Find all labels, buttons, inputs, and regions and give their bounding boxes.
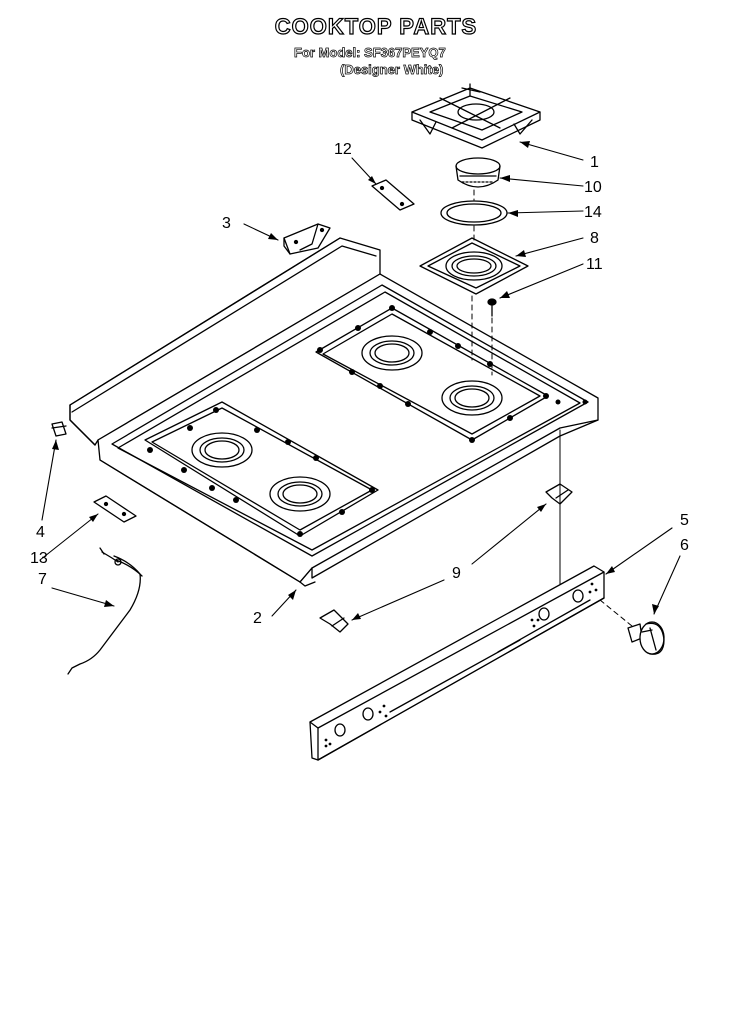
bracket-part-13 <box>93 495 137 523</box>
callout-10: 10 <box>584 179 602 196</box>
callout-8: 8 <box>590 230 599 247</box>
callout-13: 13 <box>30 550 48 567</box>
panel-screws <box>147 305 588 537</box>
leader-arrows <box>52 141 659 620</box>
callout-3: 3 <box>222 215 231 232</box>
alignment-lines <box>471 189 633 627</box>
burner-cap <box>455 157 501 188</box>
screw-part-11 <box>487 298 497 317</box>
callout-2: 2 <box>253 610 262 627</box>
burner-grate <box>411 83 541 149</box>
clip-part-9-lower <box>319 609 349 633</box>
gasket-ring <box>440 200 508 226</box>
ignitor-wire <box>67 547 143 675</box>
bracket-part-12 <box>371 179 415 211</box>
control-panel <box>309 565 605 761</box>
clip-part-4 <box>51 421 67 437</box>
callout-6: 6 <box>680 537 689 554</box>
cooktop-body <box>69 237 599 587</box>
callout-5: 5 <box>680 512 689 529</box>
callout-12: 12 <box>334 141 352 158</box>
callout-7: 7 <box>38 571 47 588</box>
page-title: COOKTOP PARTS <box>274 13 478 39</box>
callout-4: 4 <box>36 524 45 541</box>
callout-14: 14 <box>584 204 602 221</box>
callout-labels: 1 10 14 8 11 12 3 4 13 7 2 9 5 6 <box>30 141 689 627</box>
model-color: (Designer White) <box>340 62 444 78</box>
callout-11: 11 <box>586 256 603 273</box>
callout-1: 1 <box>590 154 599 171</box>
model-number: For Model: SF367PEYQ7 <box>294 45 446 61</box>
burner-base-plate <box>419 237 529 295</box>
left-burner-panel <box>144 401 379 537</box>
bracket-part-3 <box>283 223 331 255</box>
clip-part-9-upper <box>545 483 573 505</box>
callout-9: 9 <box>452 565 461 582</box>
control-knob <box>627 621 665 655</box>
